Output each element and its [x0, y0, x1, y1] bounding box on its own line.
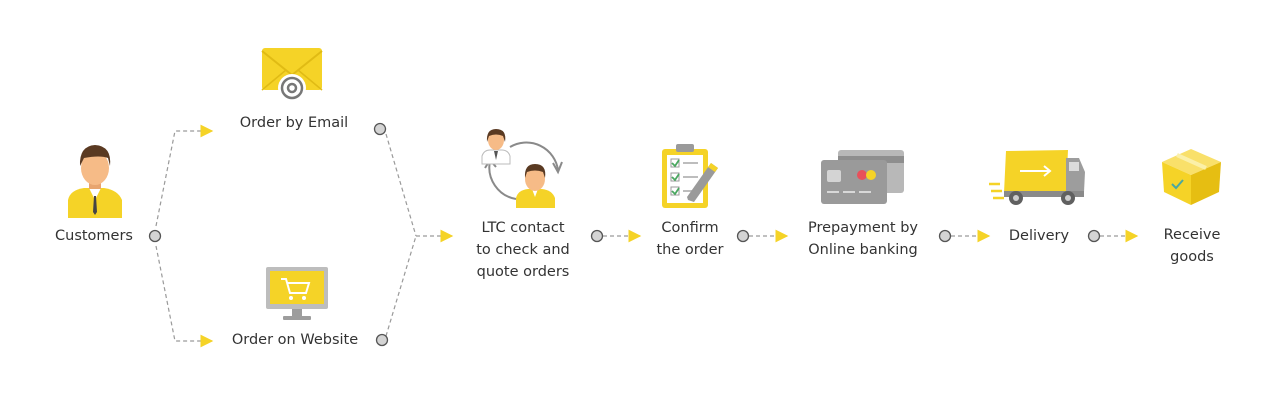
connector-customers-email	[155, 124, 214, 227]
confirm-order-line-2: the order	[656, 242, 724, 258]
prepayment-line-1: Prepayment by	[807, 220, 919, 236]
clipboard-checklist-icon	[662, 144, 718, 208]
connector-dot	[736, 229, 750, 243]
connector-dot	[938, 229, 952, 243]
connectors	[155, 124, 1139, 348]
ltc-contact-line-3: quote orders	[476, 264, 570, 280]
delivery-label: Delivery	[1008, 228, 1070, 244]
customer-icon	[68, 145, 122, 218]
receive-goods-line-2: goods	[1170, 249, 1214, 265]
connector-dot	[590, 229, 604, 243]
prepayment-line-2: Online banking	[808, 242, 918, 258]
connector-dot	[373, 122, 387, 136]
receive-goods-label: Receive goods	[1152, 224, 1232, 268]
package-box-icon	[1162, 149, 1221, 205]
order-on-website-label: Order on Website	[231, 332, 359, 348]
confirm-order-label: Confirm the order	[645, 217, 735, 261]
customers-label: Customers	[55, 228, 133, 244]
contact-cycle-icon	[481, 129, 563, 208]
email-icon	[261, 48, 323, 102]
confirm-order-line-1: Confirm	[661, 220, 719, 236]
prepayment-label: Prepayment by Online banking	[799, 217, 927, 261]
order-by-email-label: Order by Email	[239, 115, 349, 131]
computer-cart-icon	[266, 267, 328, 320]
connector-customers-website	[155, 245, 214, 348]
connector-website-ltc	[385, 235, 417, 337]
receive-goods-line-1: Receive	[1163, 227, 1221, 243]
ltc-contact-line-2: to check and	[476, 242, 570, 258]
ltc-contact-line-1: LTC contact	[481, 220, 565, 236]
connector-dot	[375, 333, 389, 347]
connector-email-ltc	[385, 133, 417, 237]
connector-dots	[148, 122, 1101, 347]
credit-cards-icon	[821, 150, 904, 204]
connector-dot	[1087, 229, 1101, 243]
delivery-truck-icon	[989, 150, 1085, 205]
connector-dot	[148, 229, 162, 243]
ltc-contact-label: LTC contact to check and quote orders	[463, 217, 583, 283]
